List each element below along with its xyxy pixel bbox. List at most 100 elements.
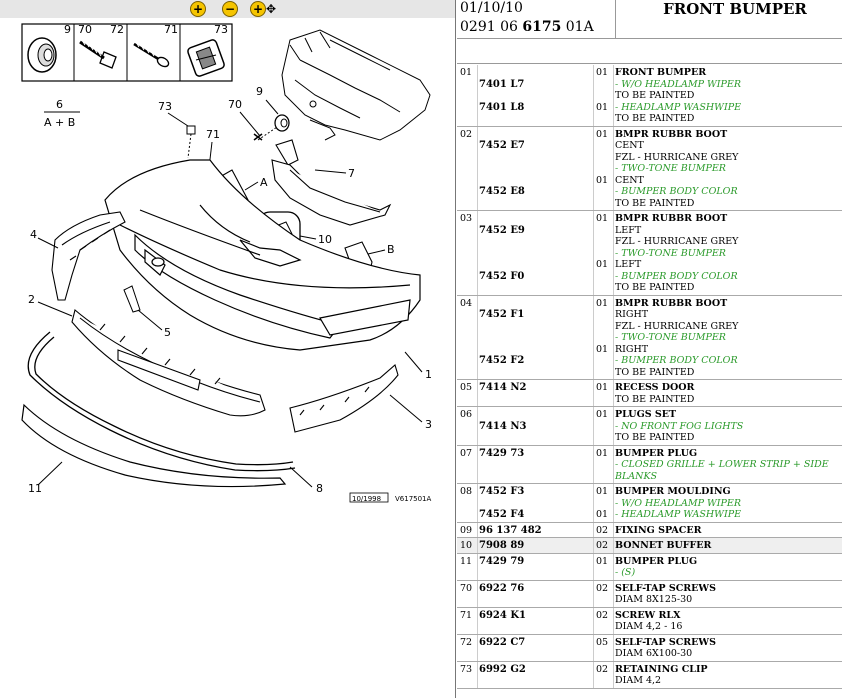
callout-73: 73 [214, 23, 228, 36]
part-reference[interactable]: 7414 N2 [479, 382, 527, 393]
part-reference[interactable]: 96 137 482 [479, 524, 542, 536]
description-line: RECESS DOOR [615, 382, 695, 393]
catalog-date: 01/10/10 [460, 0, 523, 16]
callout-11: 11 [28, 482, 42, 495]
part-reference[interactable]: 7452 F3 [479, 486, 525, 497]
part-reference[interactable]: 7401 L7 [479, 78, 525, 90]
part-reference[interactable]: 7908 89 [479, 540, 525, 551]
item-number: 70 [460, 582, 473, 594]
callout-10: 10 [318, 233, 332, 246]
part-quantity: 01 [596, 382, 609, 393]
screw-rlx-icon [133, 41, 170, 68]
zoom-out-icon[interactable]: − [222, 1, 238, 17]
description-line: BUMPER PLUG [615, 447, 698, 459]
bumper-moulding-right [289, 364, 399, 433]
part-reference[interactable]: 7452 E9 [479, 224, 525, 236]
description-line: FZL - HURRICANE GREY [615, 151, 739, 163]
zoom-in-icon[interactable]: + [190, 1, 206, 17]
part-reference[interactable]: 6924 K1 [479, 609, 526, 621]
pane-divider[interactable] [455, 0, 456, 698]
description-line: - W/O HEADLAMP WIPER [615, 78, 742, 90]
part-reference[interactable]: 7452 F0 [479, 270, 525, 282]
item-number: 73 [460, 663, 473, 675]
part-quantity: 01 [596, 297, 609, 309]
part-quantity: 01 [596, 509, 609, 520]
item-number: 09 [460, 524, 473, 536]
pan-icon[interactable]: ✥ [266, 2, 277, 16]
table-row[interactable]: 07 7429 73 01 BUMPER PLUG- CLOSED GRILLE + … [457, 445, 842, 484]
description-line: TO BE PAINTED [615, 282, 695, 293]
callout-9-b: 9 [256, 85, 263, 98]
zoom-fit-icon[interactable]: + [250, 1, 266, 17]
description-line: - HEADLAMP WASHWIPE [615, 509, 742, 520]
part-description: BUMPER PLUG- CLOSED GRILLE + LOWER STRIP… [615, 448, 840, 483]
part-quantity: 02 [596, 524, 609, 536]
part-reference[interactable]: 7452 F2 [479, 355, 525, 366]
exploded-diagram: + − + ✥ [0, 0, 455, 503]
description-line: TO BE PAINTED [615, 393, 695, 405]
part-quantity: 01 [596, 343, 609, 355]
description-line: - BUMPER BODY COLOR [615, 270, 738, 282]
description-line: DIAM 8X125-30 [615, 594, 693, 605]
part-reference[interactable]: 7452 F4 [479, 509, 525, 520]
item-number: 02 [460, 128, 473, 140]
callout-72: 72 [110, 23, 124, 36]
part-quantity: 01 [596, 447, 609, 459]
description-line: LEFT [615, 224, 642, 236]
part-reference[interactable]: 6992 G2 [479, 663, 526, 675]
fixing-spacer-icon [27, 37, 57, 73]
part-quantity: 01 [596, 101, 609, 113]
description-line: TO BE PAINTED [615, 90, 695, 101]
description-line: FIXING SPACER [615, 524, 702, 536]
item-number: 08 [460, 486, 473, 497]
rubber-boot-centre [271, 139, 392, 226]
parts-list-pane: 01/10/10 0291 06 6175 01A FRONT BUMPER 0… [457, 0, 842, 698]
callout-8: 8 [316, 482, 323, 495]
part-reference[interactable]: 6922 C7 [479, 636, 526, 648]
description-line: FZL - HURRICANE GREY [615, 320, 739, 332]
callout-4: 4 [30, 228, 37, 241]
parts-header: 01/10/10 0291 06 6175 01A FRONT BUMPER [457, 0, 842, 64]
part-reference[interactable]: 7401 L8 [479, 101, 525, 113]
description-line: CENT [615, 174, 644, 186]
part-quantity: 01 [596, 555, 609, 567]
item-number: 71 [460, 609, 473, 621]
part-reference[interactable]: 7429 73 [479, 447, 525, 459]
part-reference[interactable]: 7429 79 [479, 555, 525, 567]
part-description: BONNET BUFFER [615, 540, 840, 552]
callout-a: A [260, 176, 268, 189]
part-reference[interactable]: 7452 E7 [479, 140, 525, 151]
part-reference[interactable]: 7414 N3 [479, 420, 527, 432]
callout-1: 1 [425, 368, 432, 381]
table-row[interactable]: 09 96 137 482 02 FIXING SPACER [457, 522, 842, 538]
description-line: - CLOSED GRILLE + LOWER STRIP + SIDE BLA… [615, 459, 829, 482]
description-line: SELF-TAP SCREWS [615, 636, 716, 648]
part-reference[interactable]: 7452 F1 [479, 309, 525, 320]
part-reference[interactable]: 6922 76 [479, 582, 525, 594]
item-number: 07 [460, 447, 473, 459]
callout-9: 9 [64, 23, 71, 36]
description-line: SELF-TAP SCREWS [615, 582, 716, 594]
bumper-plug-lower [21, 403, 287, 488]
description-line: - BUMPER BODY COLOR [615, 355, 738, 366]
callout-5: 5 [164, 326, 171, 339]
description-line: DIAM 4,2 [615, 675, 662, 686]
part-reference[interactable]: 7452 E8 [479, 186, 525, 197]
lower-strip [27, 331, 296, 472]
description-line: DIAM 4,2 - 16 [615, 621, 683, 632]
